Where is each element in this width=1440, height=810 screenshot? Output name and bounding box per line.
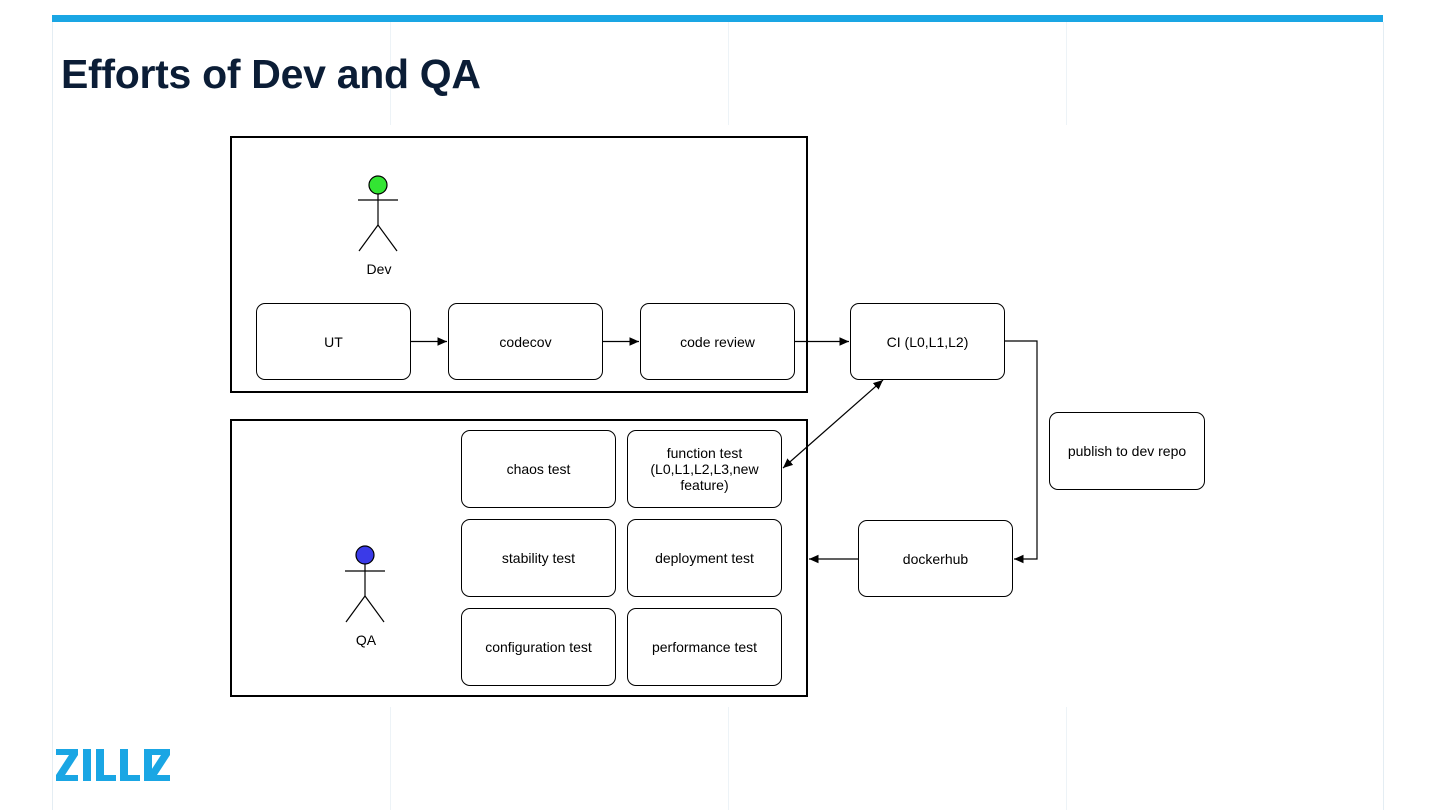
- zilliz-logo: [56, 749, 170, 781]
- node-code-review: code review: [640, 303, 795, 380]
- node-stability-test: stability test: [461, 519, 616, 597]
- node-codecov: codecov: [448, 303, 603, 380]
- node-chaos-test: chaos test: [461, 430, 616, 508]
- node-performance-test: performance test: [627, 608, 782, 686]
- node-configuration-test: configuration test: [461, 608, 616, 686]
- slide-title: Efforts of Dev and QA: [61, 51, 481, 97]
- qa-actor-label: QA: [355, 632, 377, 648]
- dev-actor-label: Dev: [366, 261, 392, 277]
- node-publish: publish to dev repo: [1049, 412, 1205, 490]
- node-ci: CI (L0,L1,L2): [850, 303, 1005, 380]
- node-ut: UT: [256, 303, 411, 380]
- node-deployment-test: deployment test: [627, 519, 782, 597]
- node-function-test: function test (L0,L1,L2,L3,new feature): [627, 430, 782, 508]
- node-dockerhub: dockerhub: [858, 520, 1013, 597]
- slide-frame-left: [52, 22, 53, 810]
- accent-bar: [52, 15, 1383, 22]
- slide-frame-right: [1383, 22, 1384, 810]
